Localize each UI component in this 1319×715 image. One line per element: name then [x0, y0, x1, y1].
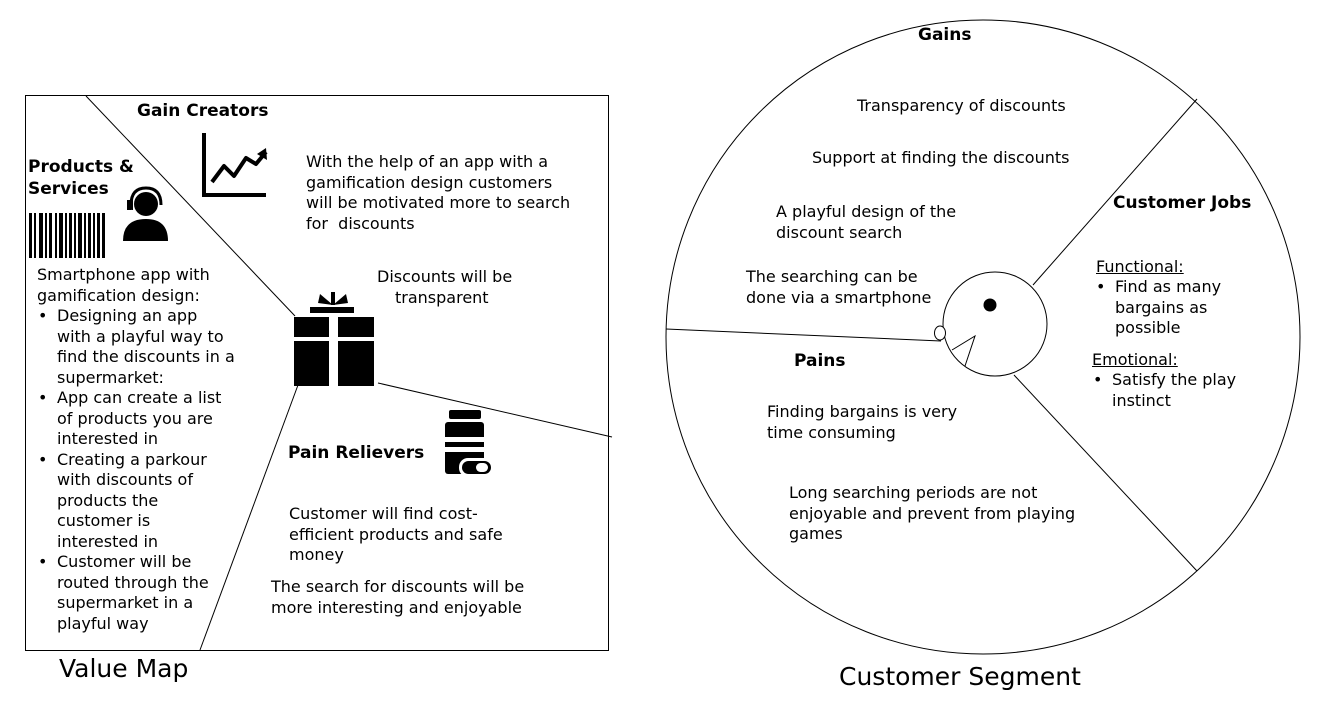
- functional-label: Functional:: [1096, 257, 1184, 276]
- pain-relievers-text-line: Customer will find cost-: [289, 504, 478, 523]
- list-item-line: products the: [57, 490, 159, 510]
- products-services-intro-line: gamification design:: [37, 285, 200, 305]
- support-agent-icon: [123, 186, 168, 241]
- list-item-line: with a playful way to: [57, 326, 224, 346]
- gains-item-line: The searching can be: [746, 267, 918, 286]
- gain-creators-text-2-line: Discounts will be: [377, 267, 513, 286]
- pain-relievers-text: Customer will find cost- efficient produ…: [289, 504, 503, 566]
- gain-creators-text-line: gamification design customers: [306, 172, 553, 192]
- list-item-line: find the discounts in a: [57, 347, 235, 366]
- pain-relievers-text-line: money: [289, 545, 344, 564]
- segment-divider-left: [665, 328, 942, 342]
- gains-item: Support at finding the discounts: [812, 148, 1069, 169]
- emotional-list: Satisfy the play instinct: [1092, 370, 1236, 411]
- gains-heading: Gains: [918, 25, 972, 45]
- list-item-line: App can create a list: [57, 388, 222, 407]
- pain-relievers-text-line: efficient products and safe: [289, 524, 503, 544]
- products-services-intro: Smartphone app with gamification design:: [37, 265, 210, 306]
- list-item-line: interested in: [57, 531, 159, 551]
- list-item-line: bargains as: [1115, 297, 1208, 317]
- segment-divider-lower-right: [1013, 374, 1198, 572]
- list-item-line: supermarket in a: [57, 593, 194, 612]
- emotional-label: Emotional:: [1092, 350, 1178, 369]
- gain-creators-text-2-line: transparent: [395, 287, 489, 307]
- pains-item: Finding bargains is very time consuming: [767, 402, 957, 443]
- gift-icon: [294, 292, 374, 386]
- gain-creators-text-line: for discounts: [306, 213, 415, 233]
- gains-item-line: A playful design of the: [776, 202, 957, 221]
- pains-item-line: Finding bargains is very: [767, 402, 958, 421]
- list-item-line: Customer will be: [57, 552, 192, 571]
- gains-item-line: discount search: [776, 222, 903, 242]
- list-item: Customer will be routed through the supe…: [37, 552, 235, 634]
- list-item-line: customer is: [57, 511, 151, 530]
- list-item-line: routed through the: [57, 572, 209, 592]
- list-item-line: supermarket:: [57, 367, 164, 387]
- functional-list: Find as many bargains as possible: [1095, 277, 1221, 339]
- value-map-caption: Value Map: [59, 654, 189, 683]
- customer-segment-circle: [665, 19, 1301, 655]
- value-map-divider-top: [85, 95, 296, 317]
- pain-relievers-text-2: The search for discounts will be more in…: [271, 577, 524, 618]
- products-services-heading-line2: Services: [28, 179, 109, 199]
- gains-item-line: Transparency of discounts: [857, 96, 1066, 115]
- customer-segment-caption: Customer Segment: [839, 662, 1081, 691]
- gains-item: The searching can be done via a smartpho…: [746, 267, 931, 308]
- products-services-heading-line1: Products &: [28, 157, 134, 177]
- list-item-line: Find as many: [1115, 277, 1222, 296]
- pains-item: Long searching periods are not enjoyable…: [789, 483, 1075, 545]
- pains-item-line: enjoyable and prevent from playing: [789, 503, 1076, 523]
- pain-relievers-heading: Pain Relievers: [288, 443, 425, 463]
- gains-item-line: Support at finding the discounts: [812, 148, 1070, 167]
- list-item: Creating a parkour with discounts of pro…: [37, 450, 235, 553]
- gains-item: A playful design of the discount search: [776, 202, 956, 243]
- pain-relievers-text-2-line: more interesting and enjoyable: [271, 597, 522, 617]
- pains-item-line: Long searching periods are not: [789, 483, 1038, 502]
- gains-item: Transparency of discounts: [857, 96, 1066, 117]
- list-item: Designing an app with a playful way to f…: [37, 306, 235, 388]
- value-map-frame: [25, 95, 609, 651]
- barcode-icon: [29, 213, 105, 258]
- products-services-heading: Products & Services: [28, 156, 134, 200]
- gain-creators-text-line: will be motivated more to search: [306, 193, 571, 212]
- medicine-bottle-icon: [445, 410, 493, 477]
- products-services-list: Designing an app with a playful way to f…: [37, 306, 235, 634]
- segment-divider-upper-right: [1032, 98, 1198, 286]
- gain-creators-text: With the help of an app with a gamificat…: [306, 152, 570, 234]
- list-item-line: playful way: [57, 613, 149, 633]
- gain-creators-text-line: With the help of an app with a: [306, 152, 549, 171]
- gains-item-line: done via a smartphone: [746, 287, 932, 307]
- list-item: Find as many bargains as possible: [1095, 277, 1221, 339]
- growth-chart-icon: [202, 133, 268, 197]
- pains-item-line: time consuming: [767, 422, 896, 442]
- value-map-divider-right: [377, 382, 613, 438]
- list-item-line: interested in: [57, 429, 159, 448]
- list-item-line: instinct: [1112, 390, 1171, 410]
- customer-jobs-heading: Customer Jobs: [1113, 193, 1252, 213]
- list-item: App can create a list of products you ar…: [37, 388, 235, 450]
- list-item-line: possible: [1115, 318, 1181, 337]
- list-item-line: Designing an app: [57, 306, 198, 325]
- list-item-line: of products you are: [57, 408, 213, 428]
- list-item-line: with discounts of: [57, 470, 193, 489]
- pain-relievers-text-2-line: The search for discounts will be: [271, 577, 525, 596]
- list-item-line: Creating a parkour: [57, 449, 207, 469]
- face-icon: [934, 271, 1048, 377]
- list-item: Satisfy the play instinct: [1092, 370, 1236, 411]
- pains-heading: Pains: [794, 351, 846, 371]
- pains-item-line: games: [789, 524, 843, 543]
- list-item-line: Satisfy the play: [1112, 370, 1237, 389]
- products-services-intro-line: Smartphone app with: [37, 265, 210, 284]
- gain-creators-heading: Gain Creators: [137, 101, 269, 121]
- gain-creators-text-2: Discounts will be transparent: [377, 267, 512, 308]
